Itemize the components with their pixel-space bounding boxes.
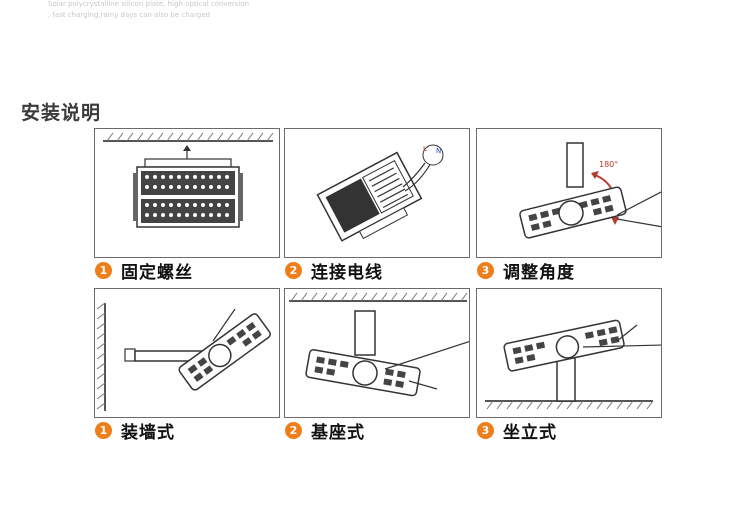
- step-2-label: 连接电线: [311, 262, 383, 283]
- step-2-caption: 2 连接电线: [285, 256, 383, 284]
- mount-1-label: 装墙式: [121, 422, 175, 443]
- mount-2-label: 基座式: [311, 422, 365, 443]
- angle-adjust-icon: 180°: [519, 142, 661, 239]
- installation-title: 安装说明: [21, 102, 102, 124]
- panel-mounting-screws: [94, 128, 280, 258]
- wall-mount-icon: [96, 302, 271, 411]
- rotation-180-label: 180°: [599, 160, 618, 169]
- step-1-label: 固定螺丝: [121, 262, 193, 283]
- mount-2-badge: 2: [285, 421, 302, 439]
- mount-3-caption: 3 坐立式: [477, 416, 557, 444]
- wire-l-label: L: [423, 145, 427, 153]
- mounting-screws-icon: [103, 132, 274, 228]
- floor-stand-icon: [485, 319, 661, 410]
- step-3-badge: 3: [477, 261, 494, 279]
- panel-wall-mount: [94, 288, 280, 418]
- panel-ceiling-mount: [284, 288, 470, 418]
- panel-floor-stand: [476, 288, 662, 418]
- mount-3-badge: 3: [477, 421, 494, 439]
- mount-1-badge: 1: [95, 421, 112, 439]
- ceiling-mount-icon: [289, 292, 469, 397]
- step-1-caption: 1 固定螺丝: [95, 256, 193, 284]
- faint-caption-line-1: Solar polycrystalline silicon plate, hig…: [48, 0, 250, 8]
- mount-1-caption: 1 装墙式: [95, 416, 175, 444]
- wiring-icon: L N: [316, 144, 444, 242]
- panel-wiring: L N: [284, 128, 470, 258]
- mount-2-caption: 2 基座式: [285, 416, 365, 444]
- step-3-label: 调整角度: [503, 262, 575, 283]
- step-2-badge: 2: [285, 261, 302, 279]
- wire-n-label: N: [436, 147, 441, 155]
- step-3-caption: 3 调整角度: [477, 256, 575, 284]
- faint-caption-line-2: , fast charging,rainy days can also be c…: [48, 11, 210, 19]
- panel-angle-adjust: 180°: [476, 128, 662, 258]
- mount-3-label: 坐立式: [503, 422, 557, 443]
- step-1-badge: 1: [95, 261, 112, 279]
